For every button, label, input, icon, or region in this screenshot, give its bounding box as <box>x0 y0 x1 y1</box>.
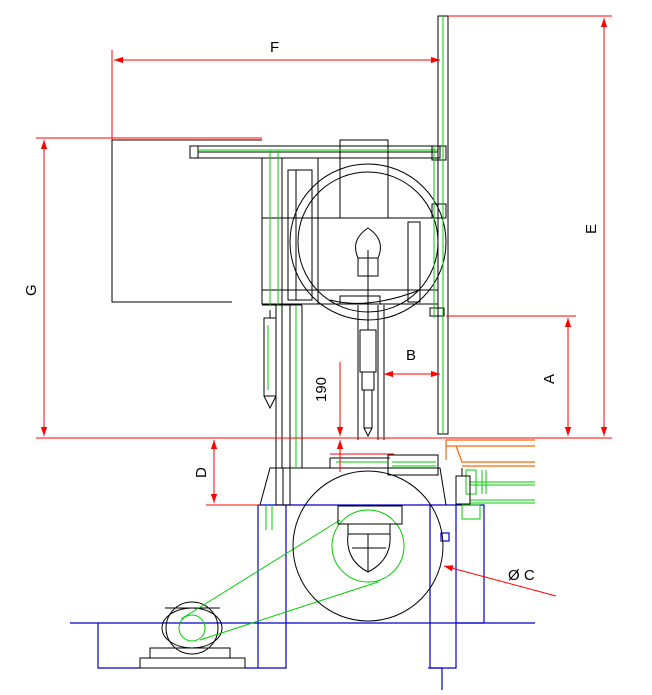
dimension-lines <box>36 15 612 597</box>
drive-motor <box>139 601 246 669</box>
dim-label-f: F <box>270 39 279 56</box>
upper-head-frame <box>261 139 439 305</box>
lower-housing <box>259 454 447 506</box>
base-frame <box>70 504 535 690</box>
dim-label-a: A <box>541 374 558 384</box>
dim-label-e: E <box>583 224 600 234</box>
lower-green-bars <box>265 461 436 530</box>
output-conveyor <box>445 439 535 467</box>
dim-label-g: G <box>23 284 40 296</box>
drive-belt <box>178 509 405 642</box>
top-arm <box>189 145 441 159</box>
dim-label-190: 190 <box>313 377 330 402</box>
lower-drum <box>292 470 444 622</box>
spindle <box>359 250 377 438</box>
dim-label-c: Ø C <box>508 567 535 584</box>
conveyor-rollers <box>461 469 535 520</box>
dim-label-d: D <box>193 467 210 478</box>
lift-cylinder <box>263 310 277 410</box>
dim-label-b: B <box>406 347 416 364</box>
top-arm-green <box>198 149 438 305</box>
left-guard <box>111 139 262 303</box>
right-mast-green <box>433 16 444 434</box>
conveyor-bracket <box>455 468 471 505</box>
right-mast <box>429 15 449 435</box>
